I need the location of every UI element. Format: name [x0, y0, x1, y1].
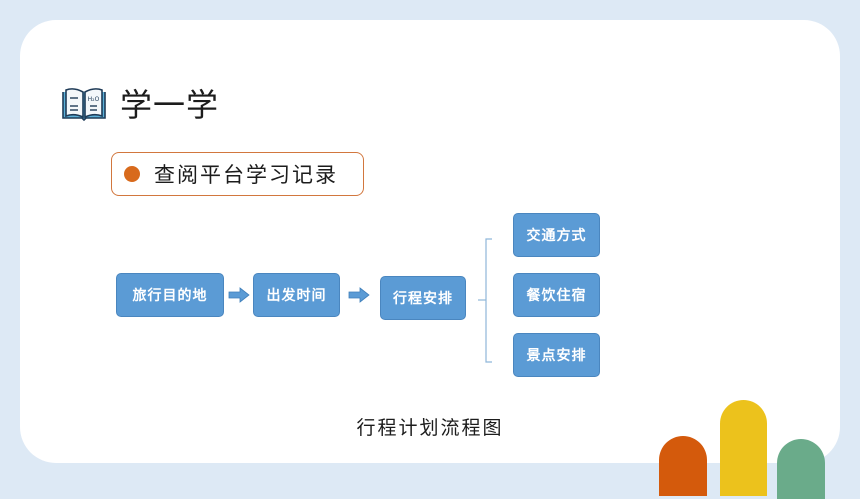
flow-branch-transport: 交通方式: [513, 213, 600, 257]
decor-pillar-orange: [659, 436, 707, 496]
bullet-dot-icon: [124, 166, 140, 182]
book-icon: H₂O: [62, 88, 106, 122]
decor-pillar-yellow: [720, 400, 767, 496]
decor-pillar-green: [777, 439, 825, 499]
flow-step-departure-time: 出发时间: [253, 273, 340, 317]
flow-step-destination: 旅行目的地: [116, 273, 224, 317]
diagram-caption: 行程计划流程图: [356, 417, 504, 439]
flow-step-itinerary: 行程安排: [380, 276, 466, 320]
topic-pill-text: 查阅平台学习记录: [154, 163, 338, 187]
topic-pill: 查阅平台学习记录: [111, 152, 364, 196]
section-heading: 学一学: [120, 86, 220, 124]
arrow-right-icon: [228, 287, 250, 303]
content-card: [20, 20, 840, 463]
arrow-right-icon: [348, 287, 370, 303]
flow-branch-attractions: 景点安排: [513, 333, 600, 377]
flow-branch-dining-lodging: 餐饮住宿: [513, 273, 600, 317]
branch-bracket: [478, 238, 492, 363]
book-icon-label: H₂O: [88, 96, 100, 103]
